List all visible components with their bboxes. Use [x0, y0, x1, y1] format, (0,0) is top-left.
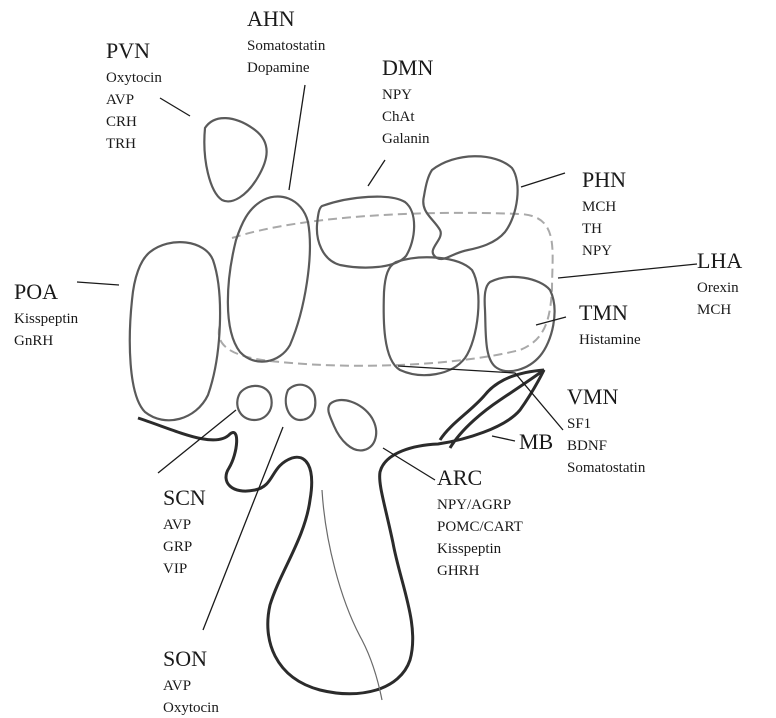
tmn-name: TMN — [579, 300, 628, 325]
tmn-nucleus — [485, 277, 555, 371]
leader-phn — [521, 173, 565, 187]
son-item: AVP — [163, 678, 191, 694]
mb-name: MB — [519, 429, 553, 454]
leader-mb — [492, 436, 515, 441]
dmn-item: NPY — [382, 87, 412, 103]
leader-poa — [77, 282, 119, 285]
dmn-item: Galanin — [382, 131, 430, 147]
phn-item: TH — [582, 221, 602, 237]
leader-pvn — [160, 98, 190, 116]
son-name: SON — [163, 646, 207, 671]
son-nucleus — [286, 385, 316, 420]
leader-ahn — [289, 85, 305, 190]
lha-item: MCH — [697, 302, 731, 318]
leader-dmn — [368, 160, 385, 186]
vmn-nucleus — [384, 257, 479, 375]
poa-label: POA Kisspeptin GnRH — [14, 279, 79, 349]
vmn-item: BDNF — [567, 438, 607, 454]
son-label: SON AVP Oxytocin — [163, 646, 219, 716]
arc-item: Kisspeptin — [437, 541, 502, 557]
poa-item: Kisspeptin — [14, 311, 79, 327]
scn-nucleus — [237, 386, 271, 420]
vmn-name: VMN — [567, 384, 618, 409]
ahn-nucleus — [228, 196, 310, 361]
pvn-item: AVP — [106, 92, 134, 108]
scn-item: VIP — [163, 561, 187, 577]
stalk-inner-line — [322, 490, 382, 700]
arc-item: GHRH — [437, 563, 480, 579]
tmn-item: Histamine — [579, 332, 641, 348]
ahn-label: AHN Somatostatin Dopamine — [247, 6, 326, 76]
dmn-name: DMN — [382, 55, 433, 80]
scn-item: GRP — [163, 539, 192, 555]
arc-label: ARC NPY/AGRP POMC/CART Kisspeptin GHRH — [437, 465, 523, 579]
poa-name: POA — [14, 279, 58, 304]
phn-item: MCH — [582, 199, 616, 215]
arc-nucleus — [328, 400, 376, 450]
phn-item: NPY — [582, 243, 612, 259]
lha-item: Orexin — [697, 280, 739, 296]
pvn-label: PVN Oxytocin AVP CRH TRH — [106, 38, 162, 152]
lha-name: LHA — [697, 248, 742, 273]
phn-name: PHN — [582, 167, 626, 192]
vmn-item: SF1 — [567, 416, 591, 432]
scn-item: AVP — [163, 517, 191, 533]
ahn-name: AHN — [247, 6, 295, 31]
dmn-nucleus — [317, 197, 414, 268]
arc-name: ARC — [437, 465, 482, 490]
pvn-item: CRH — [106, 114, 137, 130]
scn-label: SCN AVP GRP VIP — [163, 485, 206, 577]
pvn-item: Oxytocin — [106, 70, 162, 86]
pvn-nucleus — [204, 118, 266, 201]
dmn-label: DMN NPY ChAt Galanin — [382, 55, 433, 147]
leader-tmn — [536, 317, 566, 325]
son-item: Oxytocin — [163, 700, 219, 716]
poa-item: GnRH — [14, 333, 53, 349]
ahn-item: Dopamine — [247, 60, 310, 76]
dmn-item: ChAt — [382, 109, 415, 125]
pvn-name: PVN — [106, 38, 150, 63]
leader-arc — [383, 448, 435, 480]
arc-item: POMC/CART — [437, 519, 523, 535]
vmn-item: Somatostatin — [567, 460, 646, 476]
scn-name: SCN — [163, 485, 206, 510]
ahn-item: Somatostatin — [247, 38, 326, 54]
tmn-label: TMN Histamine — [579, 300, 641, 348]
lha-label: LHA Orexin MCH — [697, 248, 742, 318]
vmn-label: VMN SF1 BDNF Somatostatin — [567, 384, 646, 476]
phn-label: PHN MCH TH NPY — [582, 167, 626, 259]
mb-label: MB — [519, 429, 553, 454]
pvn-item: TRH — [106, 136, 136, 152]
arc-item: NPY/AGRP — [437, 497, 511, 513]
phn-nucleus — [423, 156, 517, 259]
leader-lha — [558, 264, 697, 278]
poa-nucleus — [130, 242, 220, 420]
